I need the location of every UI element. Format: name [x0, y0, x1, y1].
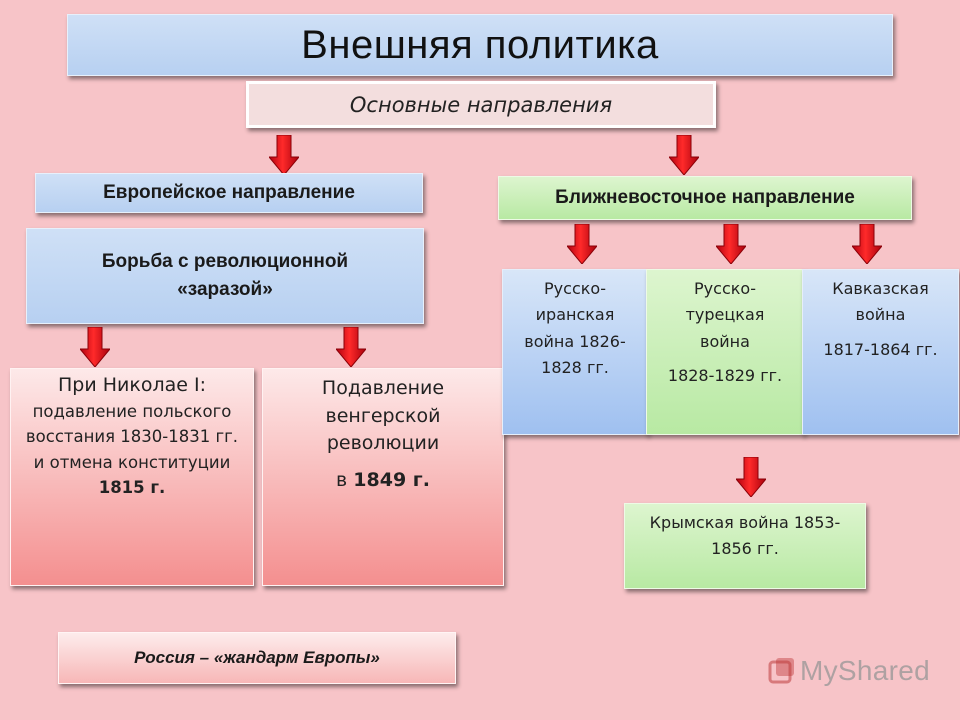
- nicholas-year: 1815 г.: [98, 478, 166, 498]
- russo-turkish-war-label: Русско-турецкая война: [685, 279, 765, 351]
- russo-persian-war-box: Русско-иранская война 1826-1828 гг.: [502, 269, 648, 435]
- down-arrow-icon: [567, 224, 597, 264]
- caucasian-war-years: 1817-1864 гг.: [823, 339, 938, 359]
- myshared-logo-icon: [768, 658, 794, 684]
- gendarme-box: Россия – «жандарм Европы»: [58, 632, 456, 684]
- middle-east-direction-box: Ближневосточное направление: [498, 176, 912, 220]
- hungary-year-prefix: в: [336, 468, 348, 491]
- down-arrow-icon: [80, 327, 110, 367]
- hungary-year-line: в 1849 г.: [336, 466, 430, 495]
- down-arrow-icon: [716, 224, 746, 264]
- crimean-war-box: Крымская война 1853-1856 гг.: [624, 503, 866, 589]
- subtitle-text: Основные направления: [349, 92, 613, 117]
- caucasian-war-label: Кавказская война: [832, 279, 929, 325]
- hungary-box: Подавление венгерской революции в 1849 г…: [262, 368, 504, 586]
- hungary-text: Подавление венгерской революции: [321, 377, 445, 455]
- myshared-logo-text: MyShared: [800, 655, 931, 686]
- russo-turkish-war-years: 1828-1829 гг.: [667, 366, 783, 386]
- myshared-logo: MyShared: [768, 655, 930, 687]
- diagram-title-text: Внешняя политика: [301, 22, 659, 67]
- revolution-struggle-label: Борьба с революционной «заразой»: [101, 250, 349, 301]
- nicholas-heading: При Николае I:: [58, 374, 206, 396]
- nicholas-box: При Николае I: подавление польского восс…: [10, 368, 254, 586]
- gendarme-label: Россия – «жандарм Европы»: [134, 648, 380, 667]
- down-arrow-icon: [852, 224, 882, 264]
- russo-turkish-war-box: Русско-турецкая война 1828-1829 гг.: [646, 269, 804, 435]
- middle-east-direction-label: Ближневосточное направление: [555, 187, 855, 208]
- hungary-year: 1849 г.: [353, 468, 430, 491]
- down-arrow-icon: [269, 135, 299, 175]
- down-arrow-icon: [336, 327, 366, 367]
- subtitle-box: Основные направления: [246, 81, 716, 128]
- crimean-war-label: Крымская война 1853-1856 гг.: [649, 513, 841, 559]
- down-arrow-icon: [736, 457, 766, 497]
- nicholas-text: подавление польского восстания 1830-1831…: [25, 401, 239, 472]
- revolution-struggle-box: Борьба с революционной «заразой»: [26, 228, 424, 324]
- russo-persian-war-label: Русско-иранская война 1826-1828 гг.: [524, 279, 626, 378]
- european-direction-box: Европейское направление: [35, 173, 423, 213]
- down-arrow-icon: [669, 135, 699, 175]
- european-direction-label: Европейское направление: [103, 182, 355, 203]
- caucasian-war-box: Кавказская война 1817-1864 гг.: [802, 269, 959, 435]
- diagram-title: Внешняя политика: [67, 14, 893, 76]
